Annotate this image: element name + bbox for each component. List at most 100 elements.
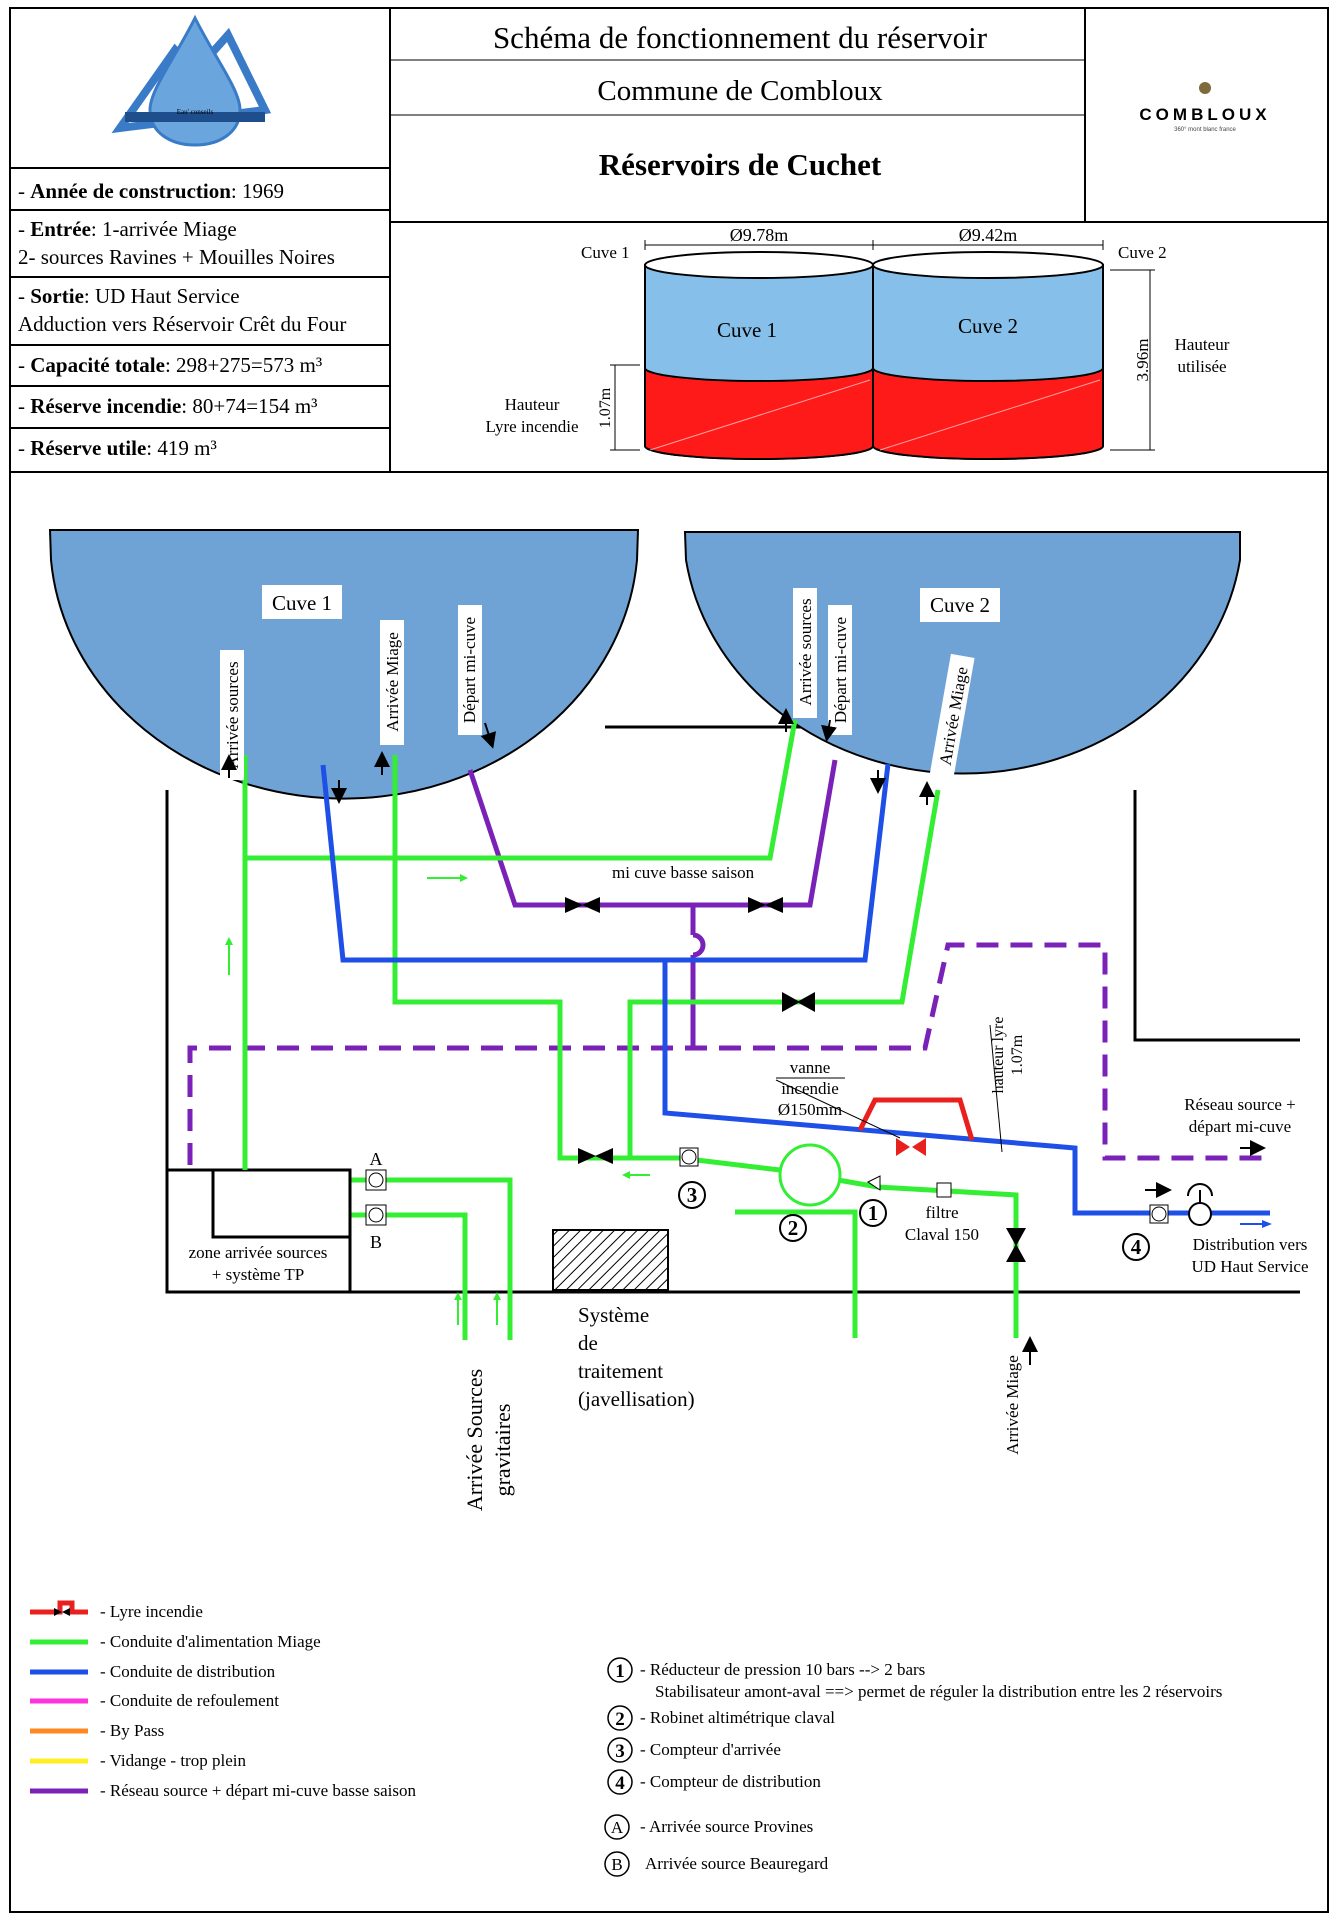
info-row: - Capacité totale: 298+275=573 m³	[18, 353, 322, 377]
legend-lyre: - Lyre incendie	[100, 1602, 203, 1621]
vanne-label-3: Ø150mm	[778, 1100, 842, 1119]
legend-item-3: - Compteur d'arrivée	[640, 1740, 781, 1759]
info-row: - Année de construction: 1969	[18, 179, 284, 203]
source-meters-ab: A B	[365, 1149, 387, 1252]
compteur-arrivee	[679, 1147, 699, 1167]
legend-item-a: - Arrivée source Provines	[640, 1817, 813, 1836]
flow-arrows	[221, 708, 1272, 1365]
height-total: 3.96m	[1133, 339, 1152, 382]
tank-top-cuve1-label: Cuve 1	[717, 318, 777, 342]
logo-right-tagline: 360° mont blanc france	[1174, 127, 1236, 133]
systeme-traitement: Système de traitement (javellisation)	[552, 1229, 695, 1411]
cuve2-label: Cuve 2	[930, 593, 990, 617]
zone-label-line1: zone arrivée sources	[189, 1243, 328, 1262]
legend-distribution: - Conduite de distribution	[100, 1662, 276, 1681]
tank-cuve2: Cuve 2	[683, 531, 1241, 775]
compteur-distribution	[1149, 1183, 1213, 1226]
info-row: - Sortie: UD Haut Service	[18, 284, 240, 308]
info-row-cont: 2- sources Ravines + Mouilles Noires	[18, 245, 335, 269]
label-arrivee-sources-2: Arrivée sources	[796, 598, 815, 705]
pipe-labels: Arrivée sources Arrivée Miage Départ mi-…	[220, 588, 1022, 1511]
label-arrivee-sources-grav-2: gravitaires	[490, 1404, 515, 1497]
distribution-label-2: UD Haut Service	[1191, 1257, 1308, 1276]
hauteur-utilisee-line2: utilisée	[1177, 357, 1226, 376]
legend-item-2: - Robinet altimétrique claval	[640, 1708, 835, 1727]
filtre-label-1: filtre	[925, 1203, 958, 1222]
tank-top-cuve2-side: Cuve 2	[1118, 243, 1167, 262]
eau-conseils-logo: Eau' conseils	[111, 14, 272, 147]
pipe-distribution	[320, 763, 1270, 1216]
hauteur-lyre-value: 1.07m	[1009, 1034, 1026, 1075]
hauteur-lyre-line2: Lyre incendie	[486, 417, 579, 436]
diameter-cuve2: Ø9.42m	[959, 225, 1018, 245]
distribution-label-1: Distribution vers	[1193, 1235, 1308, 1254]
page-title: Schéma de fonctionnement du réservoir	[493, 20, 988, 55]
vanne-label-1: vanne	[790, 1058, 831, 1077]
logo-left-text: Eau' conseils	[177, 108, 214, 116]
legend-bypass: - By Pass	[100, 1721, 164, 1740]
legend-item-b: Arrivée source Beauregard	[645, 1854, 829, 1873]
marker-2: 2	[788, 1216, 799, 1240]
tank-top-cuve2-label: Cuve 2	[958, 314, 1018, 338]
legend-reseau: - Réseau source + départ mi-cuve basse s…	[100, 1781, 416, 1800]
legend-item-4: - Compteur de distribution	[640, 1772, 821, 1791]
legend-items: 1 - Réducteur de pression 10 bars --> 2 …	[604, 1657, 1222, 1877]
systeme-line1: Système	[578, 1303, 649, 1327]
hauteur-lyre-line1: Hauteur	[505, 395, 560, 414]
legend-refoulement: - Conduite de refoulement	[100, 1691, 279, 1710]
commune-title: Commune de Combloux	[597, 75, 883, 107]
legend-item-1-cont: Stabilisateur amont-aval ==> permet de r…	[655, 1682, 1222, 1701]
info-row-cont: Adduction vers Réservoir Crêt du Four	[18, 312, 346, 336]
info-row: - Réserve utile: 419 m³	[18, 436, 217, 460]
filtre-label-2: Claval 150	[905, 1225, 979, 1244]
logo-right-text: COMBLOUX	[1139, 105, 1270, 124]
diameter-cuve1: Ø9.78m	[730, 225, 789, 245]
label-a: A	[370, 1149, 383, 1169]
hauteur-utilisee-line1: Hauteur	[1175, 335, 1230, 354]
reservoir-title: Réservoirs de Cuchet	[599, 147, 882, 182]
systeme-line3: traitement	[578, 1359, 663, 1383]
systeme-line2: de	[578, 1331, 598, 1355]
legend-num-a: A	[611, 1818, 624, 1837]
legend-num-3: 3	[615, 1741, 625, 1762]
label-depart-mi-cuve-1: Départ mi-cuve	[460, 617, 479, 723]
pipe-reseau-source-dashed	[187, 942, 1270, 1165]
legend-num-4: 4	[615, 1773, 625, 1794]
info-panel: - Année de construction: 1969 - Entrée: …	[18, 179, 346, 460]
legend-miage: - Conduite d'alimentation Miage	[100, 1632, 321, 1651]
filtre-claval	[936, 1182, 952, 1198]
zone-arrivee-sources: zone arrivée sources + système TP	[165, 1165, 352, 1294]
legend-num-2: 2	[615, 1709, 625, 1730]
label-arrivee-sources-1: Arrivée sources	[223, 661, 242, 768]
hauteur-lyre-label: hauteur lyre	[990, 1017, 1007, 1094]
valve	[565, 897, 1026, 1262]
legend-vidange: - Vidange - trop plein	[100, 1751, 246, 1770]
label-arrivee-miage-bottom: Arrivée Miage	[1003, 1355, 1022, 1455]
label-arrivee-sources-grav-1: Arrivée Sources	[462, 1369, 487, 1511]
combloux-logo: COMBLOUX 360° mont blanc france	[1139, 82, 1270, 133]
marker-1: 1	[868, 1201, 879, 1225]
label-b: B	[370, 1232, 382, 1252]
legend-num-b: B	[611, 1855, 622, 1874]
label-depart-mi-cuve-2: Départ mi-cuve	[831, 617, 850, 723]
label-arrivee-miage-1: Arrivée Miage	[383, 632, 402, 732]
robinet-altimetrique	[778, 1143, 842, 1207]
reducteur-pression	[867, 1175, 881, 1191]
legend-pipes: - Lyre incendie - Conduite d'alimentatio…	[30, 1600, 416, 1800]
info-row: - Réserve incendie: 80+74=154 m³	[18, 394, 317, 418]
reseau-label-2: départ mi-cuve	[1189, 1117, 1291, 1136]
tank-overview: Cuve 1 Cuve 2 Ø9.78m Ø9.42m Cuve 1 Cuve …	[486, 225, 1230, 460]
systeme-line4: (javellisation)	[578, 1387, 695, 1411]
header-frame	[9, 7, 1329, 1913]
numbered-markers: 3 2 1 4	[678, 1181, 1150, 1261]
vanne-label-2: incendie	[781, 1079, 839, 1098]
legend-num-1: 1	[615, 1661, 625, 1682]
legend-item-1: - Réducteur de pression 10 bars --> 2 ba…	[640, 1660, 925, 1679]
lyre-incendie	[857, 1097, 975, 1141]
zone-label-line2: + système TP	[212, 1265, 304, 1284]
vanne-incendie-valve	[896, 1138, 926, 1156]
marker-4: 4	[1131, 1235, 1142, 1259]
info-row: - Entrée: 1-arrivée Miage	[18, 217, 237, 241]
cuve1-label: Cuve 1	[272, 591, 332, 615]
